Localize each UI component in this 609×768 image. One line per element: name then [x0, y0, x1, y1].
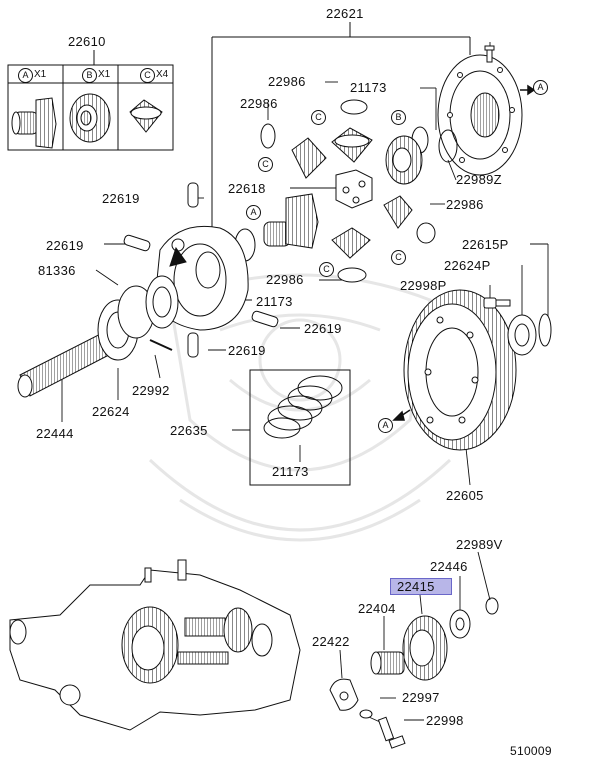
ref-c-left: C [258, 157, 273, 172]
kit-part-number[interactable]: 22610 [68, 34, 106, 49]
kit-item-c-qty: X4 [156, 69, 169, 80]
part-label-22619-b[interactable]: 22619 [46, 238, 84, 253]
part-label-22444[interactable]: 22444 [36, 426, 74, 441]
ring-gear-bolt [483, 297, 511, 309]
kit-item-b-qty: X1 [98, 69, 111, 80]
part-label-22619-c[interactable]: 22619 [304, 321, 342, 336]
part-label-22619-d[interactable]: 22619 [228, 343, 266, 358]
part-label-22624p[interactable]: 22624P [444, 258, 491, 273]
part-label-22986-b[interactable]: 22986 [240, 96, 278, 111]
pin-22992 [149, 339, 173, 351]
ref-c-lower: C [319, 262, 334, 277]
ref-b-side-gear: B [391, 110, 406, 125]
transaxle-housing [9, 559, 301, 731]
part-label-22615p[interactable]: 22615P [462, 237, 509, 252]
part-label-22989z[interactable]: 22989Z [456, 172, 502, 187]
snap-ring-22989v [485, 597, 499, 615]
bracket-22621 [211, 22, 471, 310]
needle-bearing-22404 [370, 651, 405, 675]
part-label-22998p[interactable]: 22998P [400, 278, 447, 293]
part-label-22989v[interactable]: 22989V [456, 537, 503, 552]
washer-22997 [359, 709, 373, 719]
ref-c-top: C [311, 110, 326, 125]
bearings [97, 275, 179, 361]
kit-side-gear-b-icon [69, 93, 111, 143]
ref-a-flange: A [533, 80, 548, 95]
part-label-22446[interactable]: 22446 [430, 559, 468, 574]
part-label-21173-b[interactable]: 21173 [256, 294, 293, 309]
drive-gear-22415 [402, 615, 448, 681]
part-label-22997[interactable]: 22997 [402, 690, 440, 705]
kit-item-a-letter: A [18, 68, 33, 83]
diff-case-flange [437, 45, 523, 176]
gear-cluster [263, 127, 423, 259]
spring-box-22635 [249, 369, 351, 486]
kit-pinion-gear-c-icon [129, 99, 163, 133]
kit-side-gear-a-icon [11, 97, 57, 149]
bearing-22624p [507, 313, 552, 356]
bolt-22998 [377, 716, 406, 749]
ring-gear-22605 [403, 289, 517, 451]
part-label-22992[interactable]: 22992 [132, 383, 170, 398]
ref-arrows [392, 84, 536, 421]
ref-a-ring-gear: A [378, 418, 393, 433]
part-label-21173-c[interactable]: 21173 [272, 464, 309, 479]
part-label-22621[interactable]: 22621 [326, 6, 364, 21]
shaft-22422 [329, 678, 359, 711]
kit-item-b-letter: B [82, 68, 97, 83]
part-label-21173-a[interactable]: 21173 [350, 80, 387, 95]
part-label-22986-c[interactable]: 22986 [446, 197, 484, 212]
part-label-22618[interactable]: 22618 [228, 181, 266, 196]
part-label-22404[interactable]: 22404 [358, 601, 396, 616]
kit-item-a-qty: X1 [34, 69, 47, 80]
part-label-22998[interactable]: 22998 [426, 713, 464, 728]
part-label-22605[interactable]: 22605 [446, 488, 484, 503]
pinion-shaft-pins [123, 182, 279, 358]
thrust-washers [234, 99, 436, 283]
part-label-22624[interactable]: 22624 [92, 404, 130, 419]
part-label-22422[interactable]: 22422 [312, 634, 350, 649]
part-label-22986-d[interactable]: 22986 [266, 272, 304, 287]
washer-22446 [449, 609, 471, 639]
part-label-81336[interactable]: 81336 [38, 263, 76, 278]
part-label-22619-a[interactable]: 22619 [102, 191, 140, 206]
ref-c-right: C [391, 250, 406, 265]
kit-item-c-letter: C [140, 68, 155, 83]
ref-a-side-gear: A [246, 205, 261, 220]
part-label-22635[interactable]: 22635 [170, 423, 208, 438]
kit-box-22610 [7, 50, 174, 151]
part-label-22415-highlighted[interactable]: 22415 [390, 578, 452, 595]
diagram-id: 510009 [510, 744, 552, 758]
part-label-22986-a[interactable]: 22986 [268, 74, 306, 89]
